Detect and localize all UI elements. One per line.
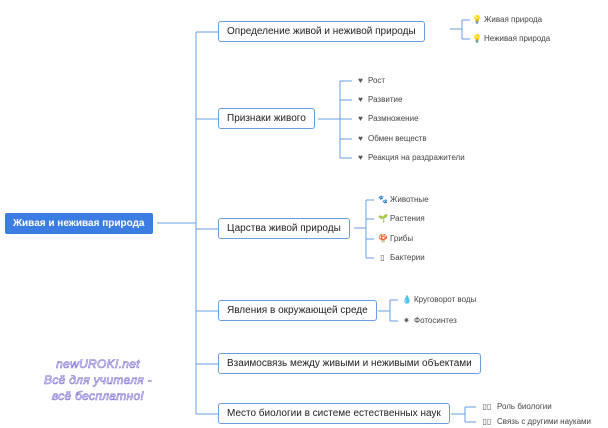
leaf-label: Размножение (368, 114, 419, 123)
leaf-label: Рост (368, 76, 386, 85)
connector-leaves-4 (378, 299, 398, 322)
paw-icon: 🐾 (378, 195, 388, 204)
placeholder-icon: ▯▯ (482, 402, 492, 411)
plant-icon: 🌱 (378, 214, 388, 223)
watermark-line-2: Всё для учителя - (44, 373, 152, 388)
heart-icon: ♥ (358, 114, 363, 123)
topic-6-label: Место биологии в системе естественных на… (227, 408, 441, 419)
leaf-3-2[interactable]: 🌱 Растения (378, 214, 425, 223)
leaf-3-4[interactable]: ▯ Бактерии (378, 253, 425, 262)
leaf-2-1[interactable]: ♥ Рост (356, 76, 385, 85)
bacteria-icon: ▯ (380, 253, 385, 262)
leaf-label: Живая природа (484, 15, 543, 24)
leaf-label: Реакция на раздражители (368, 153, 465, 162)
bulb-icon: 💡 (472, 15, 482, 24)
leaf-4-2[interactable]: ✷ Фотосинтез (402, 316, 457, 325)
leaf-label: Круговорот воды (414, 295, 477, 304)
connector-leaves-1 (450, 19, 470, 40)
topic-5-label: Взаимосвязь между живыми и неживыми объе… (227, 358, 472, 369)
connector-leaves-2 (318, 80, 352, 159)
leaf-label: Растения (390, 214, 425, 223)
leaf-label: Животные (390, 195, 429, 204)
leaf-4-1[interactable]: 💧 Круговорот воды (402, 295, 476, 304)
water-cycle-icon: 💧 (402, 295, 412, 304)
leaf-1-2[interactable]: 💡 Неживая природа (472, 34, 550, 43)
leaf-2-3[interactable]: ♥ Размножение (356, 114, 419, 123)
leaf-label: Бактерии (390, 253, 425, 262)
leaf-label: Роль биологии (497, 402, 552, 411)
topic-2-node[interactable]: Признаки живого (218, 108, 315, 129)
leaf-label: Обмен веществ (368, 134, 427, 143)
heart-icon: ♥ (358, 95, 363, 104)
connector-leaves-3 (354, 199, 374, 259)
leaf-label: Фотосинтез (414, 316, 457, 325)
heart-icon: ♥ (358, 153, 363, 162)
leaf-1-1[interactable]: 💡 Живая природа (472, 15, 542, 24)
watermark-line-1: newUROKI.net (56, 357, 140, 372)
placeholder-icon: ▯▯ (482, 417, 492, 426)
leaf-label: Неживая природа (484, 34, 551, 43)
leaf-label: Грибы (390, 234, 414, 243)
heart-icon: ♥ (358, 76, 363, 85)
heart-icon: ♥ (358, 134, 363, 143)
topic-2-label: Признаки живого (227, 113, 306, 124)
topic-1-node[interactable]: Определение живой и неживой природы (218, 21, 425, 42)
root-node[interactable]: Живая и неживая природа (5, 213, 153, 234)
leaf-6-2[interactable]: ▯▯ Связь с другими науками (480, 417, 591, 426)
topic-3-node[interactable]: Царства живой природы (218, 218, 350, 239)
topic-3-label: Царства живой природы (227, 223, 341, 234)
connector-leaves-6 (451, 406, 476, 423)
watermark: newUROKI.net Всё для учителя - всё беспл… (18, 356, 178, 404)
leaf-3-1[interactable]: 🐾 Животные (378, 195, 429, 204)
watermark-line-3: всё бесплатно! (51, 389, 145, 404)
mushroom-icon: 🍄 (378, 234, 388, 243)
leaf-6-1[interactable]: ▯▯ Роль биологии (480, 402, 552, 411)
leaf-label: Развитие (368, 95, 403, 104)
leaf-2-4[interactable]: ♥ Обмен веществ (356, 134, 427, 143)
leaf-2-5[interactable]: ♥ Реакция на раздражители (356, 153, 465, 162)
root-label: Живая и неживая природа (13, 218, 145, 229)
sun-icon: ✷ (403, 316, 410, 325)
bulb-icon: 💡 (472, 34, 482, 43)
leaf-3-3[interactable]: 🍄 Грибы (378, 234, 413, 243)
topic-4-node[interactable]: Явления в окружающей среде (218, 300, 377, 321)
leaf-2-2[interactable]: ♥ Развитие (356, 95, 402, 104)
topic-1-label: Определение живой и неживой природы (227, 26, 416, 37)
topic-5-node[interactable]: Взаимосвязь между живыми и неживыми объе… (218, 353, 481, 374)
leaf-label: Связь с другими науками (497, 417, 592, 426)
topic-6-node[interactable]: Место биологии в системе естественных на… (218, 403, 450, 424)
topic-4-label: Явления в окружающей среде (227, 305, 368, 316)
